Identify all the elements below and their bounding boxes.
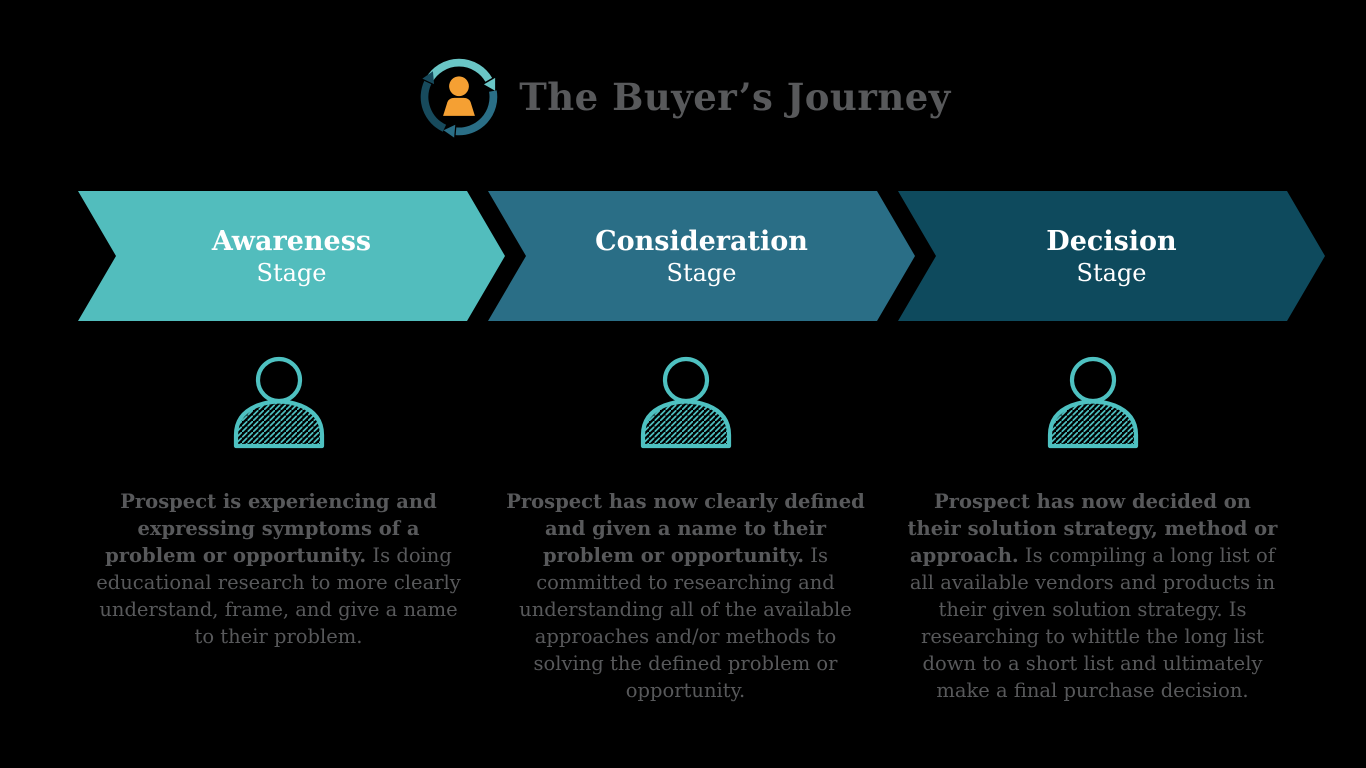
stage-arrow-row: Awareness Stage Consideration Stage Deci… bbox=[78, 191, 1366, 321]
description-regular-text: Is compiling a long list of all availabl… bbox=[909, 544, 1276, 702]
header: The Buyer’s Journey bbox=[0, 0, 1366, 140]
circular-arrows-person-icon bbox=[415, 54, 503, 140]
persona-icon-row bbox=[75, 355, 1296, 449]
awareness-description-cell: Prospect is experiencing and expressing … bbox=[75, 488, 482, 704]
stage-arrow-decision: Decision Stage bbox=[898, 191, 1325, 321]
stage-sublabel: Stage bbox=[256, 258, 327, 287]
description-bold-text: Prospect has now decided on their soluti… bbox=[907, 490, 1278, 567]
description-bold-text: Prospect has now clearly defined and giv… bbox=[506, 490, 865, 567]
stage-arrow-awareness: Awareness Stage bbox=[78, 191, 505, 321]
consideration-description-cell: Prospect has now clearly defined and giv… bbox=[482, 488, 889, 704]
description-row: Prospect is experiencing and expressing … bbox=[75, 488, 1296, 704]
description-regular-text: Is doing educational research to more cl… bbox=[96, 544, 461, 648]
decision-column-icon bbox=[889, 355, 1296, 449]
person-icon bbox=[640, 356, 731, 449]
stage-sublabel: Stage bbox=[666, 258, 737, 287]
decision-description-cell: Prospect has now decided on their soluti… bbox=[889, 488, 1296, 704]
description-regular-text: Is committed to researching and understa… bbox=[519, 544, 852, 702]
page-title: The Buyer’s Journey bbox=[519, 75, 951, 119]
stage-label: Awareness bbox=[211, 225, 372, 257]
stage-label: Decision bbox=[1046, 225, 1177, 257]
person-icon bbox=[233, 356, 324, 449]
stage-description: Prospect is experiencing and expressing … bbox=[94, 488, 464, 704]
stage-description: Prospect has now decided on their soluti… bbox=[908, 488, 1278, 704]
person-icon bbox=[1047, 356, 1138, 449]
stage-sublabel: Stage bbox=[1076, 258, 1147, 287]
description-bold-text: Prospect is experiencing and expressing … bbox=[105, 490, 437, 567]
stage-description: Prospect has now clearly defined and giv… bbox=[501, 488, 871, 704]
stage-arrow-consideration: Consideration Stage bbox=[488, 191, 915, 321]
awareness-column-icon bbox=[75, 355, 482, 449]
consideration-column-icon bbox=[482, 355, 889, 449]
stage-label: Consideration bbox=[595, 225, 808, 257]
